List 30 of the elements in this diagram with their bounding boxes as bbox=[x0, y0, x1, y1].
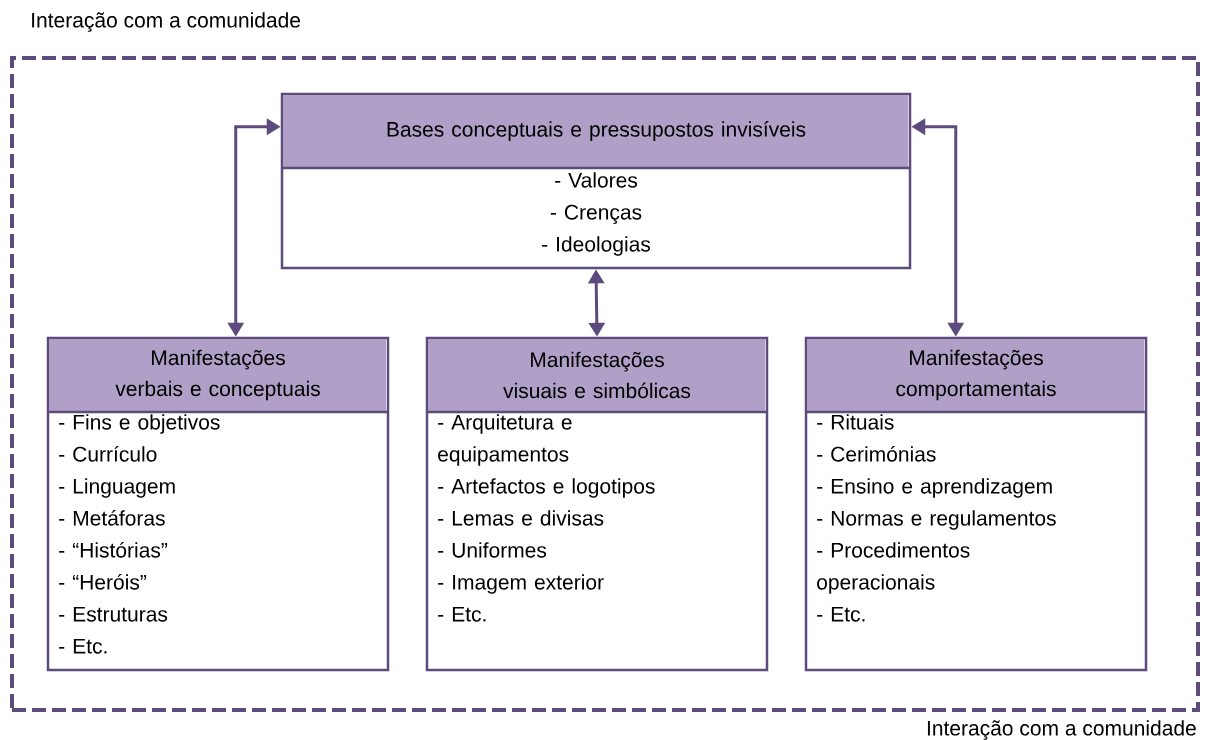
frame-label: Interação com a comunidade bbox=[32, 12, 301, 32]
box-heading: Manifestações verbais e conceptuais bbox=[115, 349, 320, 401]
node-label: - Etc. bbox=[438, 606, 486, 622]
node-label: - Rituais bbox=[817, 414, 894, 430]
node-label: - Estruturas bbox=[59, 606, 168, 622]
node-label: - Uniformes bbox=[438, 542, 547, 558]
frame-label: Interação com a comunidade bbox=[927, 720, 1196, 740]
list-text: - Fins e objetivos - Currículo - Linguagem - Metáforas - “Histórias” - “Heróis” - Estruturas - Etc. bbox=[59, 414, 220, 654]
list-text: - Rituais - Cerimónias - Ensino e aprendizagem - Normas e regulamentos - Procedimentos operacionais - Etc. bbox=[817, 414, 1056, 622]
node-label: - Imagem exterior bbox=[438, 574, 604, 594]
node-label: - Etc. bbox=[817, 606, 865, 622]
node-label: - “Heróis” bbox=[59, 573, 147, 590]
node-label: - Fins e objetivos bbox=[59, 414, 220, 434]
node-label: - Metáforas bbox=[59, 509, 165, 526]
node-label: - Cerimónias bbox=[817, 445, 936, 462]
node-label: - Ensino e aprendizagem bbox=[817, 478, 1052, 498]
node-label: - Normas e regulamentos bbox=[817, 510, 1056, 530]
box-heading: Manifestações visuais e simbólicas bbox=[503, 351, 691, 399]
node-label: - Procedimentos operacionais bbox=[817, 542, 970, 594]
node-label: - Arquitetura e equipamentos bbox=[438, 414, 572, 466]
node-label: - Currículo bbox=[59, 445, 157, 462]
node-label: - Etc. bbox=[59, 638, 107, 654]
node-label: - Lemas e divisas bbox=[438, 510, 604, 526]
list-text: - Arquitetura e equipamentos - Artefactos e logotipos - Lemas e divisas - Uniformes - Imagem exterior - Etc. bbox=[438, 414, 655, 622]
box-heading: Manifestações comportamentais bbox=[896, 349, 1056, 401]
node-label: - Linguagem bbox=[59, 478, 175, 498]
box-heading: Bases conceptuais e pressupostos invisíveis bbox=[387, 121, 806, 141]
list-text: - Valores - Crenças - Ideologias bbox=[542, 172, 651, 256]
node-label: - Artefactos e logotipos bbox=[438, 478, 655, 498]
node-label: - “Histórias” bbox=[59, 541, 168, 558]
